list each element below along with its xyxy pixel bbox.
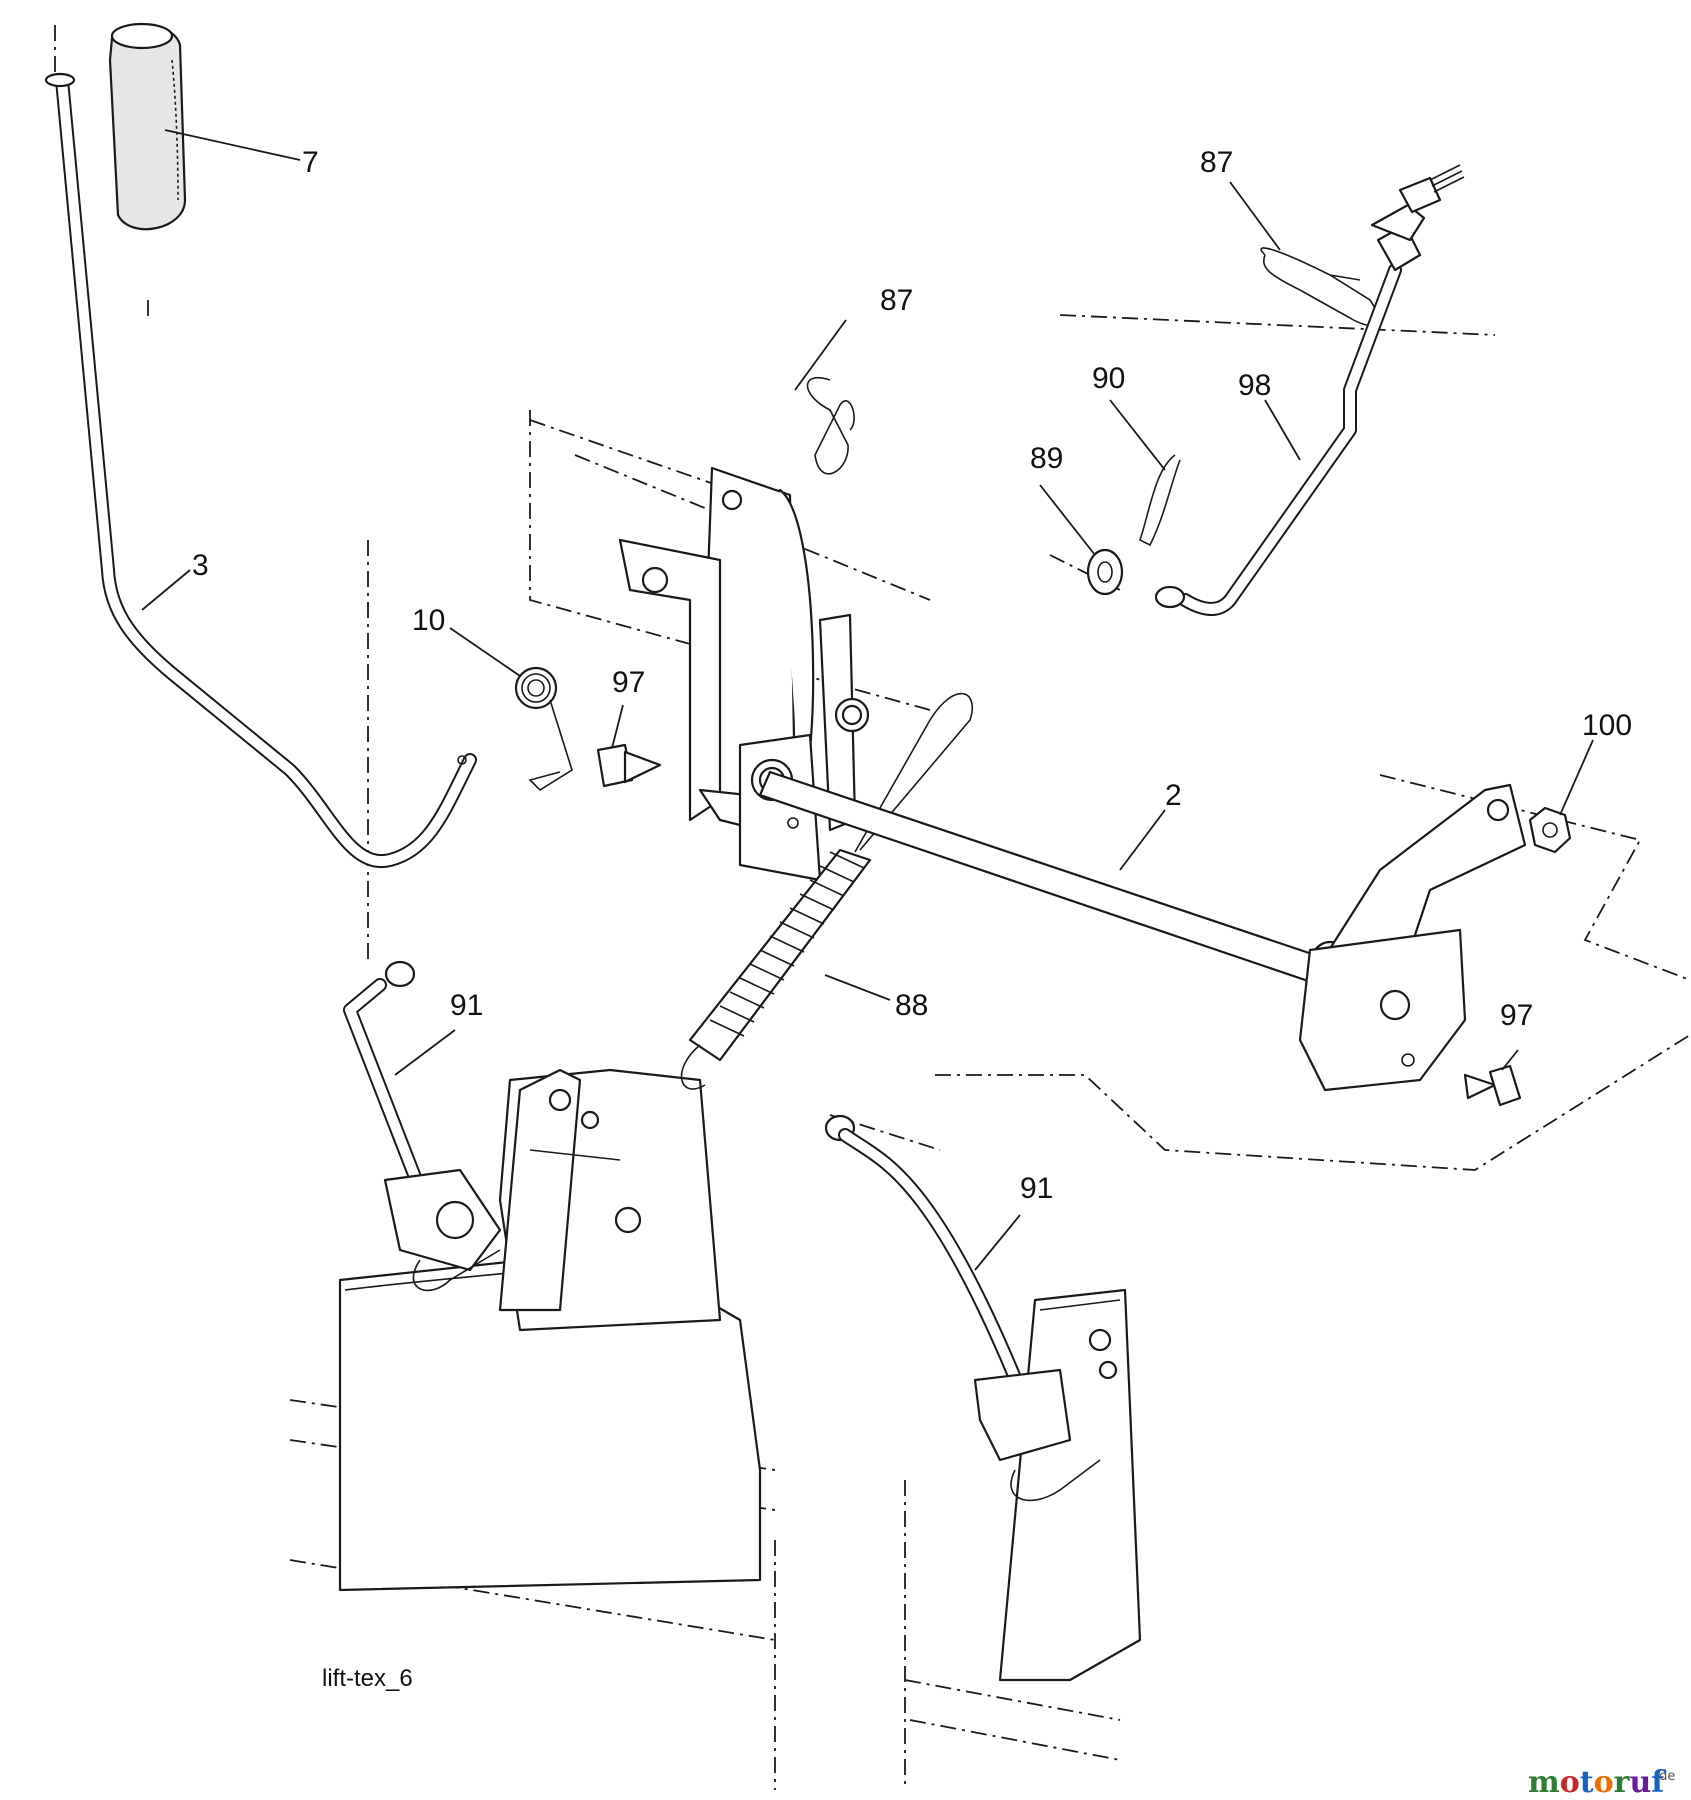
lift-lever-part-3 bbox=[44, 72, 477, 869]
callout-labels: 7 3 87 87 90 98 89 10 97 100 2 97 91 88 … bbox=[192, 146, 1632, 1205]
callout-90: 90 bbox=[1092, 362, 1125, 395]
watermark-suffix: .de bbox=[1655, 1769, 1675, 1784]
adjustment-rod-part-98 bbox=[1154, 164, 1465, 616]
watermark-brand: motoruf bbox=[1528, 1765, 1666, 1800]
handle-grip-part-7 bbox=[108, 22, 187, 231]
hairpin-clip-part-87-top bbox=[1260, 247, 1379, 327]
torsion-spring-part-10 bbox=[514, 666, 573, 792]
callout-10: 10 bbox=[412, 604, 445, 637]
extension-spring-part-88 bbox=[680, 692, 973, 1090]
left-deck-bracket bbox=[338, 1068, 762, 1592]
deck-frame-outline bbox=[54, 25, 1691, 1790]
watermark-logo: motoruf .de bbox=[1528, 1765, 1675, 1800]
callout-88: 88 bbox=[895, 989, 928, 1022]
lift-link-part-91-left bbox=[343, 960, 502, 1292]
diagram-caption: lift-tex_6 bbox=[322, 1665, 413, 1692]
lift-link-part-91-right bbox=[824, 1114, 1101, 1502]
cotter-pin-part-90 bbox=[1139, 454, 1181, 547]
main-lift-bracket bbox=[618, 466, 870, 882]
bolt-part-97-right bbox=[1463, 1064, 1522, 1107]
hairpin-clip-part-87-center bbox=[806, 377, 855, 475]
callout-98: 98 bbox=[1238, 369, 1271, 402]
callout-91-left: 91 bbox=[450, 989, 483, 1022]
nut-part-100 bbox=[1528, 806, 1572, 854]
callout-7: 7 bbox=[302, 146, 319, 179]
callout-87-center: 87 bbox=[880, 284, 913, 317]
right-deck-bracket bbox=[998, 1288, 1142, 1682]
callout-2: 2 bbox=[1165, 779, 1182, 812]
callout-89: 89 bbox=[1030, 442, 1063, 475]
callout-87-top: 87 bbox=[1200, 146, 1233, 179]
washer-part-89 bbox=[1086, 548, 1124, 596]
callout-100: 100 bbox=[1582, 709, 1632, 742]
callout-91-right: 91 bbox=[1020, 1172, 1053, 1205]
callout-97-left: 97 bbox=[612, 666, 645, 699]
callout-3: 3 bbox=[192, 549, 209, 582]
leader-lines bbox=[141, 129, 1594, 1271]
right-lift-arm bbox=[1298, 783, 1527, 1092]
callout-97-right: 97 bbox=[1500, 999, 1533, 1032]
bolt-part-97-left bbox=[596, 743, 662, 788]
